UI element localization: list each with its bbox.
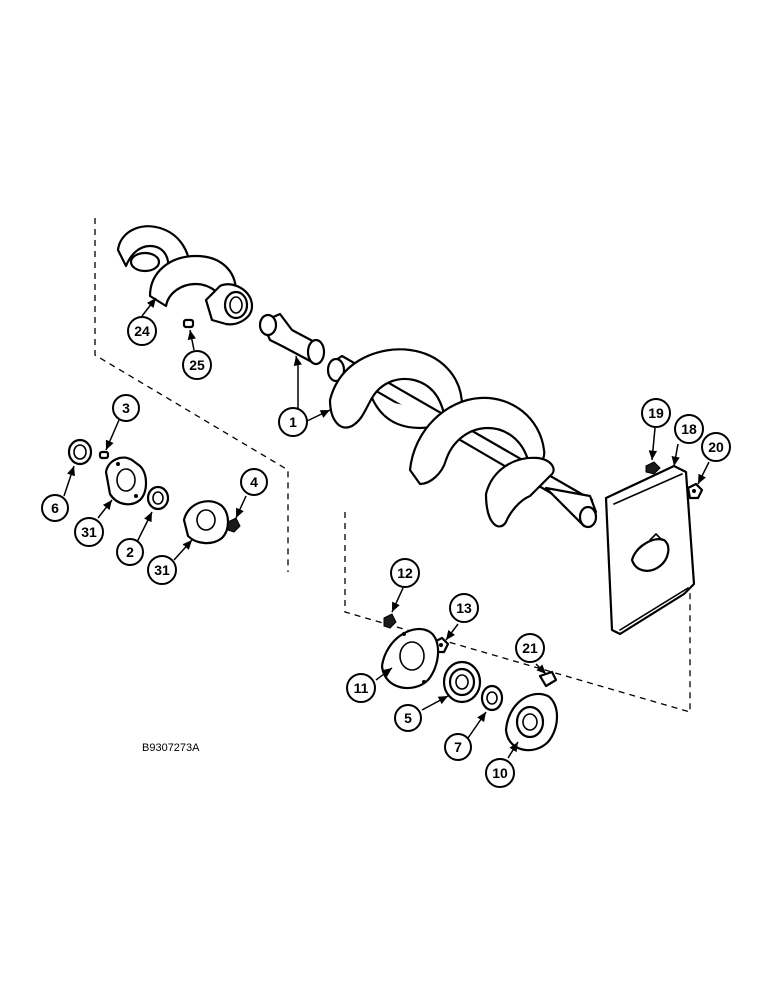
svg-text:4: 4 (250, 474, 258, 490)
callout-31-b: 31 (147, 555, 177, 585)
nut-4 (227, 517, 241, 533)
callout-31-a: 31 (74, 517, 104, 547)
svg-text:20: 20 (708, 439, 724, 455)
grease-fitting-21 (538, 670, 558, 688)
callout-10: 10 (485, 758, 515, 788)
callout-19: 19 (641, 398, 671, 428)
svg-text:19: 19 (648, 405, 664, 421)
callout-5: 5 (394, 704, 422, 732)
flange-10 (504, 692, 559, 752)
svg-text:13: 13 (456, 600, 472, 616)
bearing-5 (442, 660, 482, 704)
bushing-2 (146, 485, 170, 511)
upper-group-outline (94, 218, 289, 572)
svg-text:7: 7 (454, 739, 462, 755)
callout-20: 20 (701, 432, 731, 462)
svg-text:24: 24 (134, 323, 150, 339)
nut-20 (686, 482, 704, 500)
svg-text:31: 31 (154, 562, 170, 578)
bolt-3 (98, 450, 110, 460)
callout-3: 3 (112, 394, 140, 422)
callout-7: 7 (444, 733, 472, 761)
svg-text:6: 6 (51, 500, 59, 516)
flange-11 (380, 627, 440, 690)
callout-11: 11 (346, 673, 376, 703)
callout-24: 24 (127, 316, 157, 346)
svg-text:31: 31 (81, 524, 97, 540)
main-auger (326, 348, 598, 529)
set-screw-25 (182, 318, 195, 329)
svg-text:21: 21 (522, 640, 538, 656)
svg-text:25: 25 (189, 357, 205, 373)
svg-text:5: 5 (404, 710, 412, 726)
bolt-12 (383, 613, 397, 629)
callout-2: 2 (116, 538, 144, 566)
callout-13: 13 (449, 593, 479, 623)
flange-31a (104, 456, 148, 506)
flange-31b (182, 500, 230, 545)
svg-text:18: 18 (681, 421, 697, 437)
short-flighting-section (116, 225, 254, 326)
svg-text:2: 2 (126, 544, 134, 560)
nut-19 (645, 461, 661, 475)
svg-text:1: 1 (289, 414, 297, 430)
callout-6: 6 (41, 494, 69, 522)
callout-25: 25 (182, 350, 212, 380)
svg-text:3: 3 (122, 400, 130, 416)
callout-1: 1 (278, 407, 308, 437)
svg-text:11: 11 (354, 680, 369, 696)
callout-12: 12 (390, 558, 420, 588)
lower-group-outline (344, 512, 691, 713)
callout-4: 4 (240, 468, 268, 496)
callout-18: 18 (674, 414, 704, 444)
bearing-6 (67, 438, 93, 466)
svg-text:12: 12 (397, 565, 413, 581)
stub-shaft (258, 312, 326, 366)
bushing-7 (480, 684, 504, 712)
end-plate (604, 464, 696, 636)
figure-id-label: B9307273A (142, 742, 200, 754)
svg-text:10: 10 (492, 765, 508, 781)
callout-21: 21 (515, 633, 545, 663)
